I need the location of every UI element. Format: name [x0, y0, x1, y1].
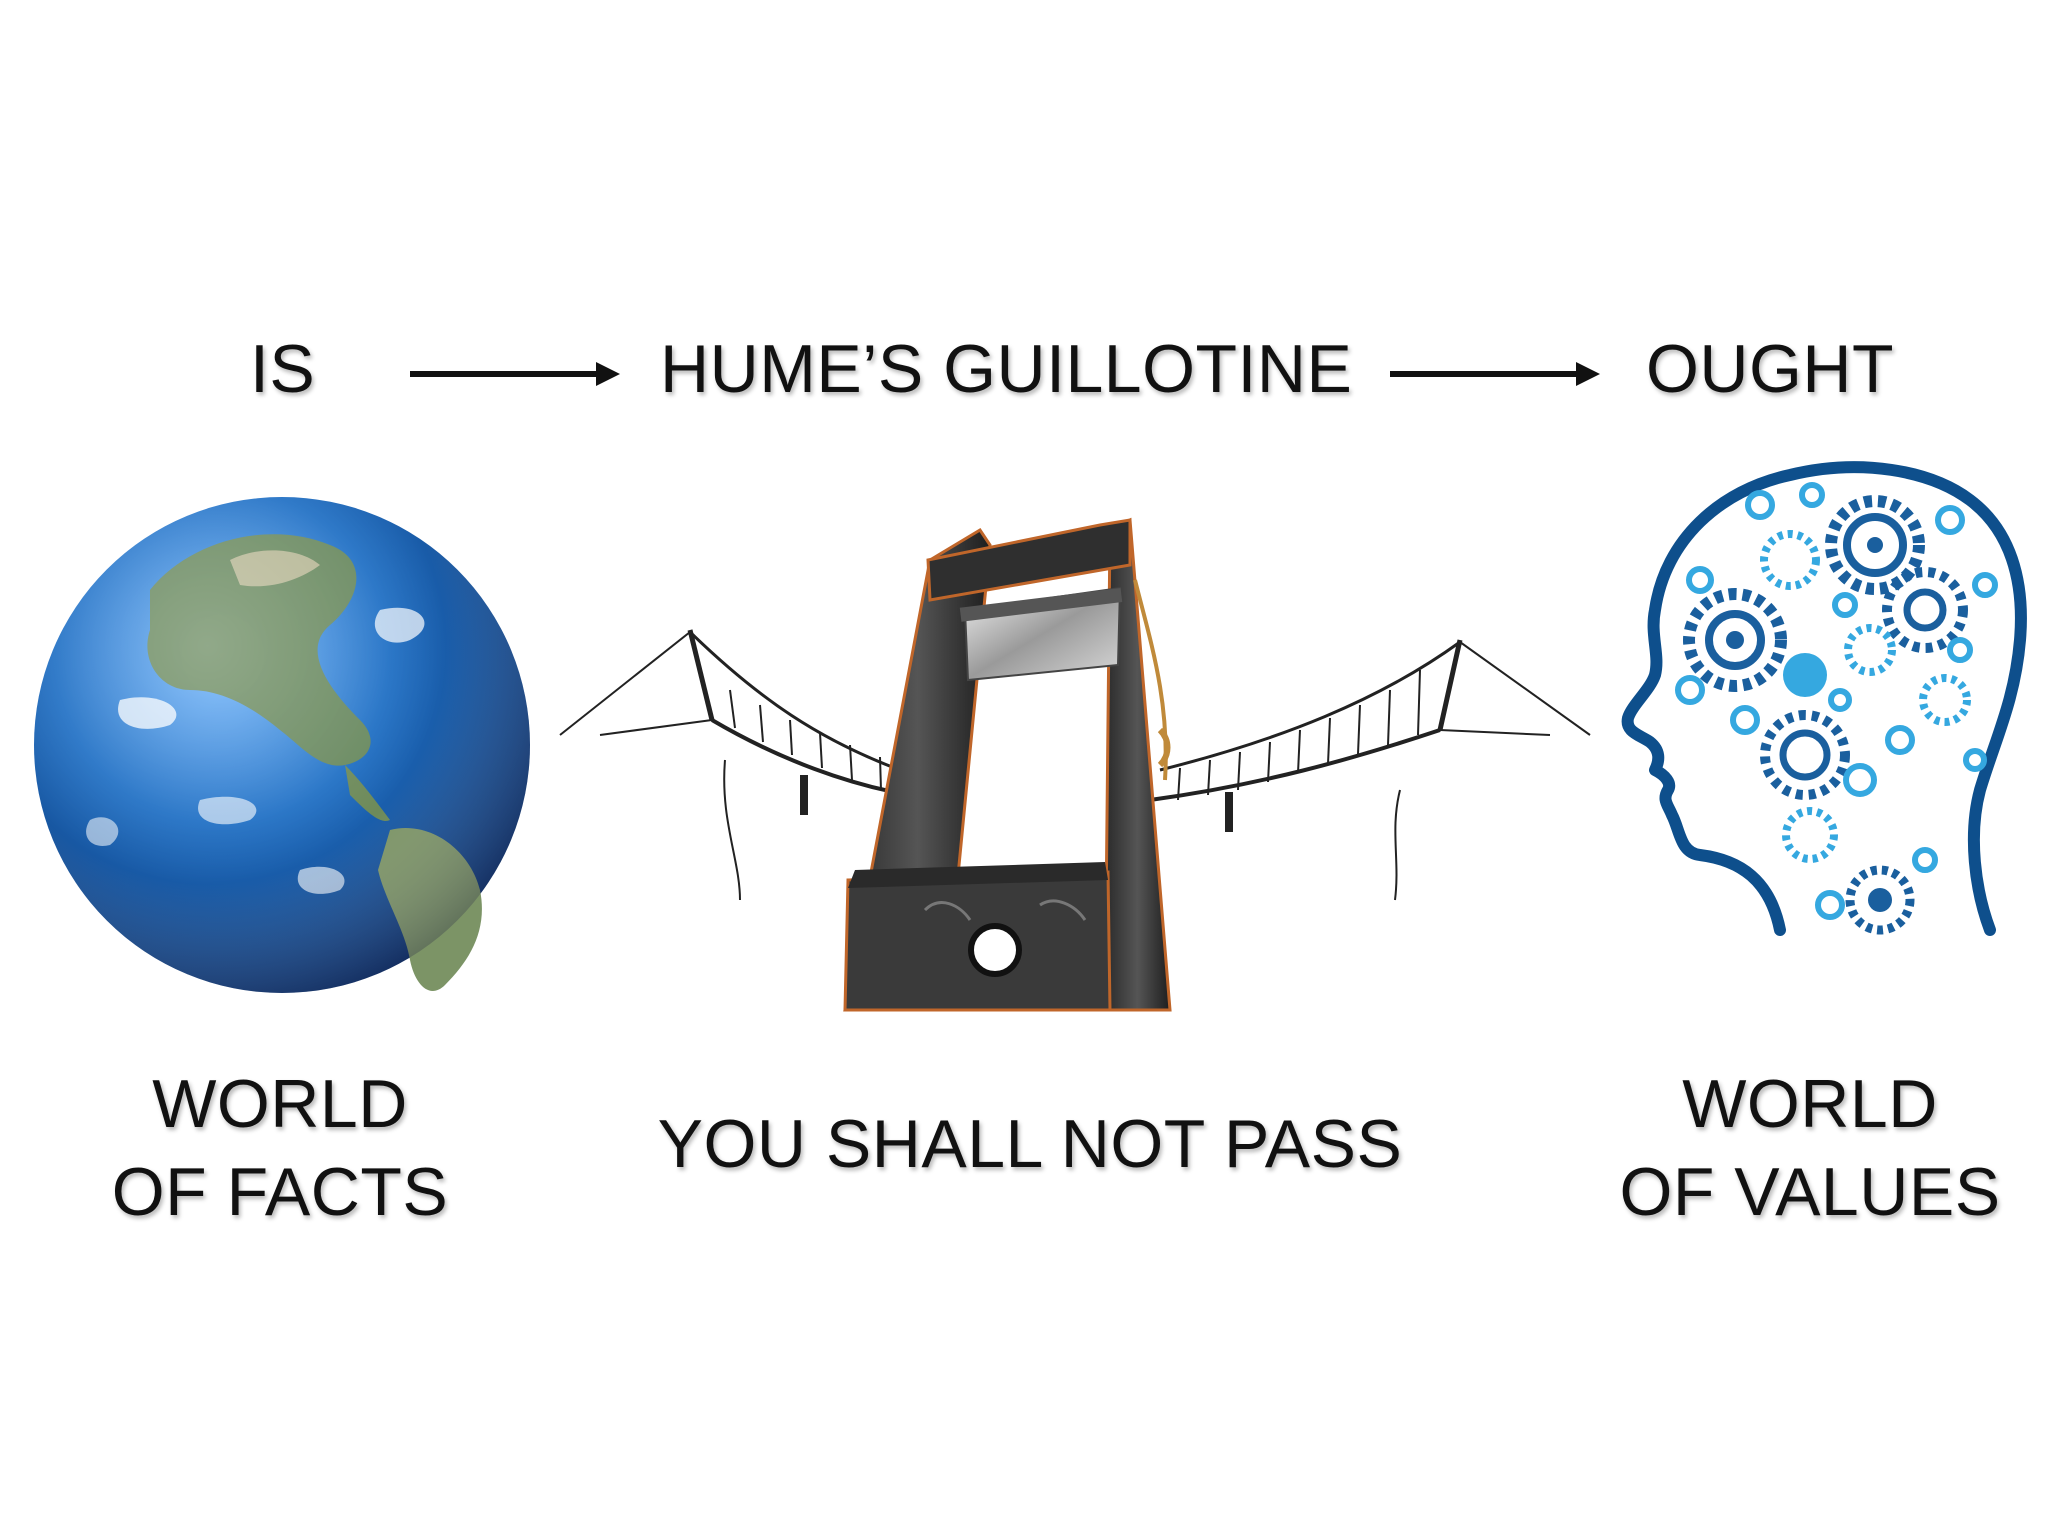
gear-large-4	[1882, 567, 1968, 653]
gear-large-2	[1683, 588, 1787, 692]
world-of-facts-line2: OF FACTS	[111, 1154, 449, 1230]
world-of-values-line1: WORLD	[1682, 1066, 1938, 1142]
is-label: IS	[250, 331, 316, 407]
head-with-gears-icon	[1621, 461, 2027, 936]
world-of-facts-label: WORLD OF FACTS	[80, 1060, 480, 1236]
gear-large-3	[1760, 710, 1850, 800]
world-of-values-label: WORLD OF VALUES	[1590, 1060, 2030, 1236]
ought-label: OUGHT	[1645, 331, 1895, 407]
gear-medium-5	[1919, 674, 1971, 726]
gear-small-set	[1675, 482, 1998, 920]
earth-globe-icon	[34, 497, 530, 993]
gear-medium-4	[1844, 624, 1896, 676]
gear-solid-dot	[1783, 653, 1827, 697]
humes-guillotine-label: HUME’S GUILLOTINE	[660, 331, 1353, 407]
guillotine-icon	[843, 517, 1172, 1012]
you-shall-not-pass-label: YOU SHALL NOT PASS	[657, 1106, 1403, 1182]
world-of-facts-line1: WORLD	[152, 1066, 408, 1142]
gear-medium-2	[1782, 807, 1838, 863]
gear-medium-3	[1760, 530, 1820, 590]
arrow-guillotine-to-ought	[1390, 362, 1600, 386]
gear-large-1	[1825, 495, 1925, 595]
rope-bridge-icon	[559, 629, 1591, 901]
gear-medium-1	[1845, 865, 1915, 935]
world-of-values-line2: OF VALUES	[1619, 1154, 2001, 1230]
arrow-is-to-guillotine	[410, 362, 620, 386]
